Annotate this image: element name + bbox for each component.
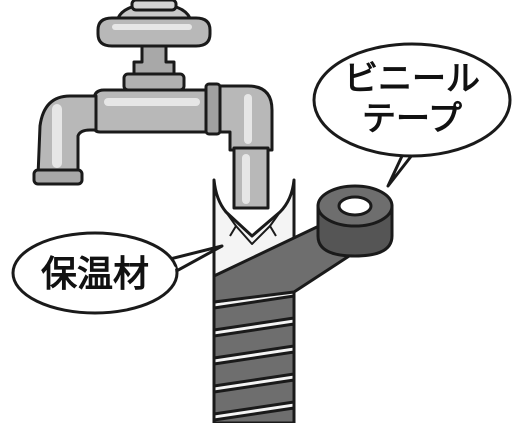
faucet-highlights	[52, 24, 252, 204]
tape-callout-bubble: ビニール テープ	[312, 42, 512, 188]
insulation-label: 保温材	[41, 254, 149, 295]
insulation-callout-bubble: 保温材	[11, 231, 224, 315]
tape-label-line2: テープ	[362, 99, 462, 139]
faucet-handle	[96, 16, 212, 48]
faucet-body	[92, 88, 216, 134]
tape-label-line1: ビニール	[344, 59, 480, 99]
faucet-pipe	[232, 146, 270, 210]
faucet-elbow	[210, 84, 274, 152]
faucet-spout	[36, 94, 98, 178]
faucet-stem	[132, 44, 176, 76]
tape-roll-icon	[316, 184, 394, 258]
